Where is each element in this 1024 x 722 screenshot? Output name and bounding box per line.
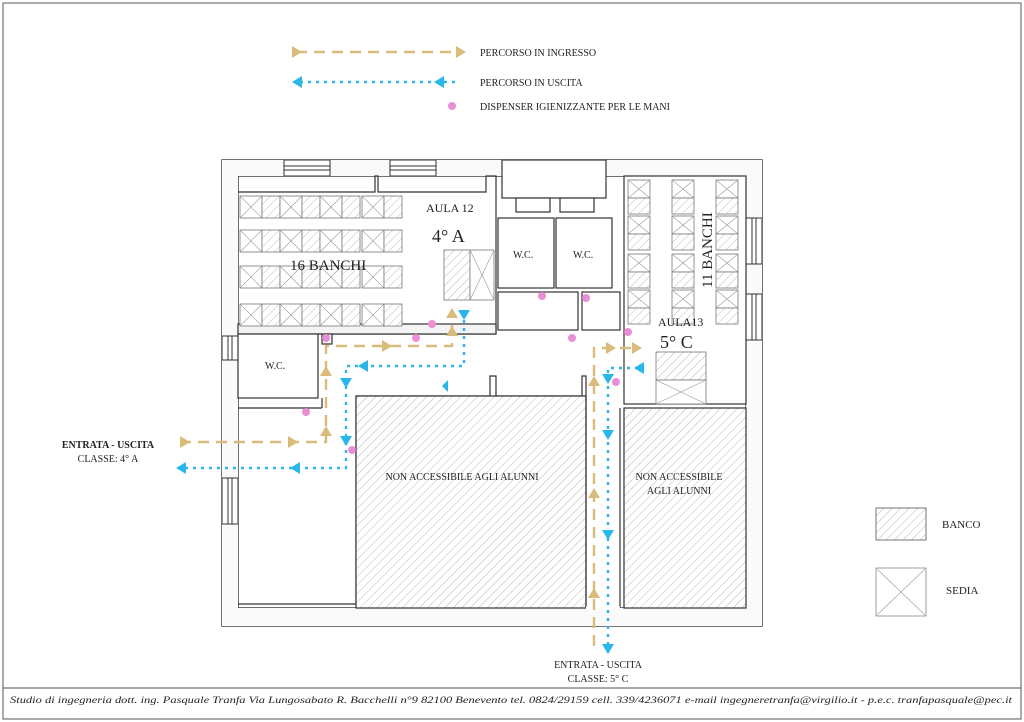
restricted-area-2-line2: AGLI ALUNNI [647, 486, 711, 497]
legend-exit-sample [292, 76, 460, 88]
aula13-desk-count: 11 BANCHI [700, 212, 716, 288]
student-desk [301, 195, 321, 219]
student-desk [715, 233, 739, 251]
chair [279, 229, 303, 253]
footer-credits: Studio di ingegneria dott. ing. Pasquale… [10, 695, 1013, 705]
student-desk [341, 229, 361, 253]
student-desk [715, 197, 739, 215]
legend-dispenser-label: DISPENSER IGIENIZZANTE PER LE MANI [480, 102, 670, 113]
wc-label-3: W.C. [265, 361, 285, 372]
chair [671, 179, 695, 199]
chair [361, 195, 385, 219]
student-desk [671, 197, 695, 215]
aula13-title: AULA13 [658, 315, 703, 329]
aula12-title: AULA 12 [426, 201, 474, 215]
chair [239, 195, 263, 219]
entrance-5c-line2: CLASSE: 5° C [568, 674, 629, 685]
chair [715, 179, 739, 199]
windows [221, 159, 763, 525]
student-desk [341, 303, 361, 327]
entrance-5c-line1: ENTRATA - USCITA [554, 660, 643, 671]
chair [239, 229, 263, 253]
restricted-area-1: NON ACCESSIBILE AGLI ALUNNI [385, 472, 538, 483]
student-desk [671, 271, 695, 289]
chair [319, 195, 343, 219]
chair [671, 289, 695, 309]
aula13-class: 5° C [660, 332, 693, 352]
teacher-desk-4a [443, 249, 495, 301]
student-desk [383, 303, 403, 327]
chair [627, 179, 651, 199]
chair [361, 303, 385, 327]
teacher-desk-5c [655, 351, 707, 405]
exit-arrows [176, 310, 644, 654]
aula12-class: 4° A [432, 226, 465, 246]
student-desk [715, 307, 739, 325]
aula12-desk-count: 16 BANCHI [290, 258, 366, 274]
restricted-area-2-line1: NON ACCESSIBILE [636, 472, 723, 483]
chair [279, 303, 303, 327]
legend-exit-label: PERCORSO IN USCITA [480, 78, 583, 89]
legend-entry-sample [292, 46, 466, 58]
student-desk [383, 195, 403, 219]
chair [715, 289, 739, 309]
chair [627, 253, 651, 273]
student-desk [715, 271, 739, 289]
student-desk [627, 233, 651, 251]
legend-entry-label: PERCORSO IN INGRESSO [480, 48, 596, 59]
student-desk [301, 229, 321, 253]
student-desk [627, 197, 651, 215]
student-desk [261, 265, 281, 289]
chair [627, 289, 651, 309]
legend-dispenser-dot [448, 102, 456, 110]
student-desk [627, 307, 651, 325]
student-desk [341, 195, 361, 219]
chair [361, 229, 385, 253]
chair [715, 253, 739, 273]
entrance-4a-line2: CLASSE: 4° A [78, 454, 139, 465]
wc-label-2: W.C. [573, 250, 593, 261]
legend-chair-sample [875, 567, 927, 617]
chair [715, 215, 739, 235]
student-desk [383, 229, 403, 253]
chair [627, 215, 651, 235]
entry-arrows [180, 308, 642, 598]
dispensers [302, 292, 632, 454]
chair [279, 195, 303, 219]
entrance-4a-line1: ENTRATA - USCITA [62, 440, 155, 451]
student-desk [627, 271, 651, 289]
student-desk [261, 229, 281, 253]
student-desk [261, 195, 281, 219]
student-desk [383, 265, 403, 289]
student-desk [261, 303, 281, 327]
chair [319, 229, 343, 253]
chair [319, 303, 343, 327]
wc-label-1: W.C. [513, 250, 533, 261]
chair [239, 303, 263, 327]
chair [671, 215, 695, 235]
student-desk [671, 233, 695, 251]
chair [671, 253, 695, 273]
legend-desk-label: BANCO [942, 519, 981, 531]
legend-desk-sample [875, 507, 927, 541]
legend-chair-label: SEDIA [946, 585, 978, 597]
chair [239, 265, 263, 289]
student-desk [301, 303, 321, 327]
